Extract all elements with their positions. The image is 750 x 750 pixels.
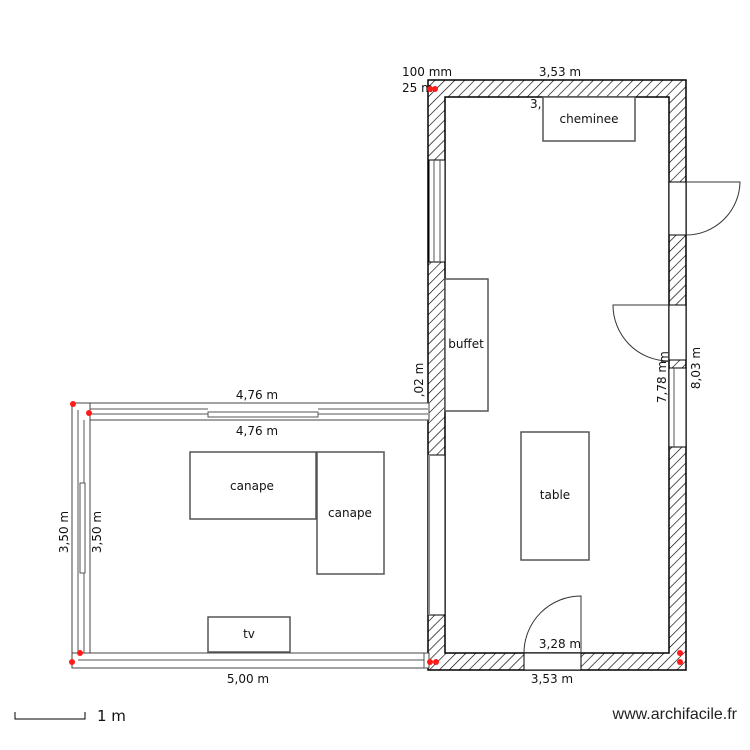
dim-wall-thickness: 100 mm <box>402 65 452 79</box>
dim-right-outer-height: 8,03 m <box>689 347 703 389</box>
tv: tv <box>207 616 291 653</box>
dim-left-inner-height: 3,50 m <box>90 511 104 553</box>
dim-left-outer-height: 3,50 m <box>57 511 71 553</box>
canape-1-label: canape <box>230 479 274 493</box>
dim-left-room-bottom: 5,00 m <box>227 672 269 686</box>
shared-wall-opening <box>428 454 446 616</box>
dim-shared-wall: ,02 m <box>412 363 426 398</box>
scale-bar: 1 m <box>14 707 126 725</box>
dim-top-outer: 3,53 m <box>539 65 581 79</box>
right-wall-door-exterior <box>668 181 741 236</box>
canape-1: canape <box>189 451 317 520</box>
scale-label: 1 m <box>97 707 126 725</box>
dim-left-room-top-inner: 4,76 m <box>236 424 278 438</box>
dim-bottom-inner: 3,28 m <box>539 637 581 651</box>
dim-left-room-top-outer: 4,76 m <box>236 388 278 402</box>
cheminee-label: cheminee <box>560 112 619 126</box>
tv-label: tv <box>243 627 255 641</box>
table: table <box>520 431 590 561</box>
buffet: buffet <box>444 278 489 412</box>
bottom-wall-door <box>523 595 582 671</box>
left-wall-window <box>428 159 446 263</box>
dim-right-inner-height: 7,78 m <box>655 361 669 403</box>
table-label: table <box>540 488 570 502</box>
dimension-labels: 100 mm 25 m 3,53 m 3, 4,76 m 4,76 m ,02 … <box>57 65 703 686</box>
dim-corner: 25 m <box>402 81 433 95</box>
right-wall-door-interior <box>612 304 687 362</box>
dim-bottom-outer: 3,53 m <box>531 672 573 686</box>
canape-2: canape <box>316 451 385 575</box>
dim-inner-m: m <box>657 351 671 363</box>
watermark: www.archifacile.fr <box>612 706 738 723</box>
buffet-label: buffet <box>448 337 484 351</box>
canape-2-label: canape <box>328 506 372 520</box>
corner-markers <box>69 86 683 665</box>
right-wall-window <box>668 367 687 448</box>
left-room-walls <box>71 402 430 669</box>
dim-top-inner: 3, <box>530 97 541 111</box>
cheminee: cheminee <box>542 96 636 142</box>
